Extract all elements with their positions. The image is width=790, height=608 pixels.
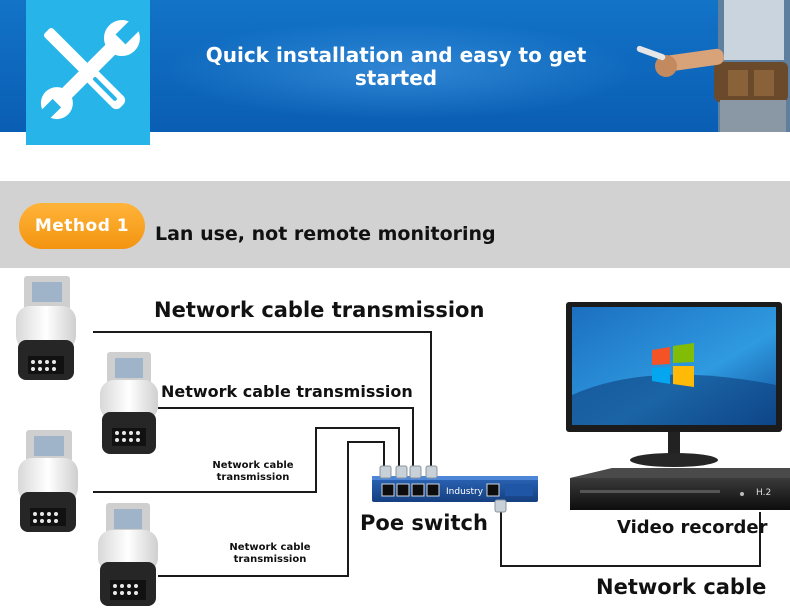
monitor (566, 302, 782, 467)
camera-2 (100, 352, 158, 454)
wrench-screwdriver-icon (37, 18, 142, 123)
recorder-model: H.2 (756, 488, 772, 498)
cable-line-2 (158, 407, 414, 468)
worker-illustration (628, 0, 790, 132)
cable-label-3: Network cable transmission (212, 460, 294, 483)
poe-switch-label: Poe switch (360, 511, 488, 535)
cable-line-3 (93, 427, 400, 493)
method-badge: Method 1 (19, 203, 145, 249)
cable-label-1: Network cable transmission (154, 298, 485, 322)
cable-line-4 (158, 441, 385, 577)
cable-label-2: Network cable transmission (161, 382, 413, 401)
switch-brand: Industry (446, 487, 484, 497)
windows-logo-icon (652, 343, 694, 387)
banner-glow (160, 20, 640, 120)
video-recorder-label: Video recorder (617, 517, 768, 538)
cable-lines (93, 331, 761, 577)
method-description: Lan use, not remote monitoring (155, 223, 496, 245)
video-recorder (570, 468, 790, 510)
camera-1 (16, 276, 76, 380)
camera-4 (98, 503, 158, 606)
cable-label-4: Network cable transmission (229, 542, 311, 565)
network-cable-label: Network cable (596, 575, 767, 599)
camera-3 (18, 430, 78, 532)
banner-title: Quick installation and easy to get start… (205, 43, 587, 90)
poe-switch (372, 465, 538, 513)
tools-icon-box (26, 0, 150, 145)
cable-line-recorder (500, 505, 761, 567)
cable-line-1 (93, 331, 432, 468)
